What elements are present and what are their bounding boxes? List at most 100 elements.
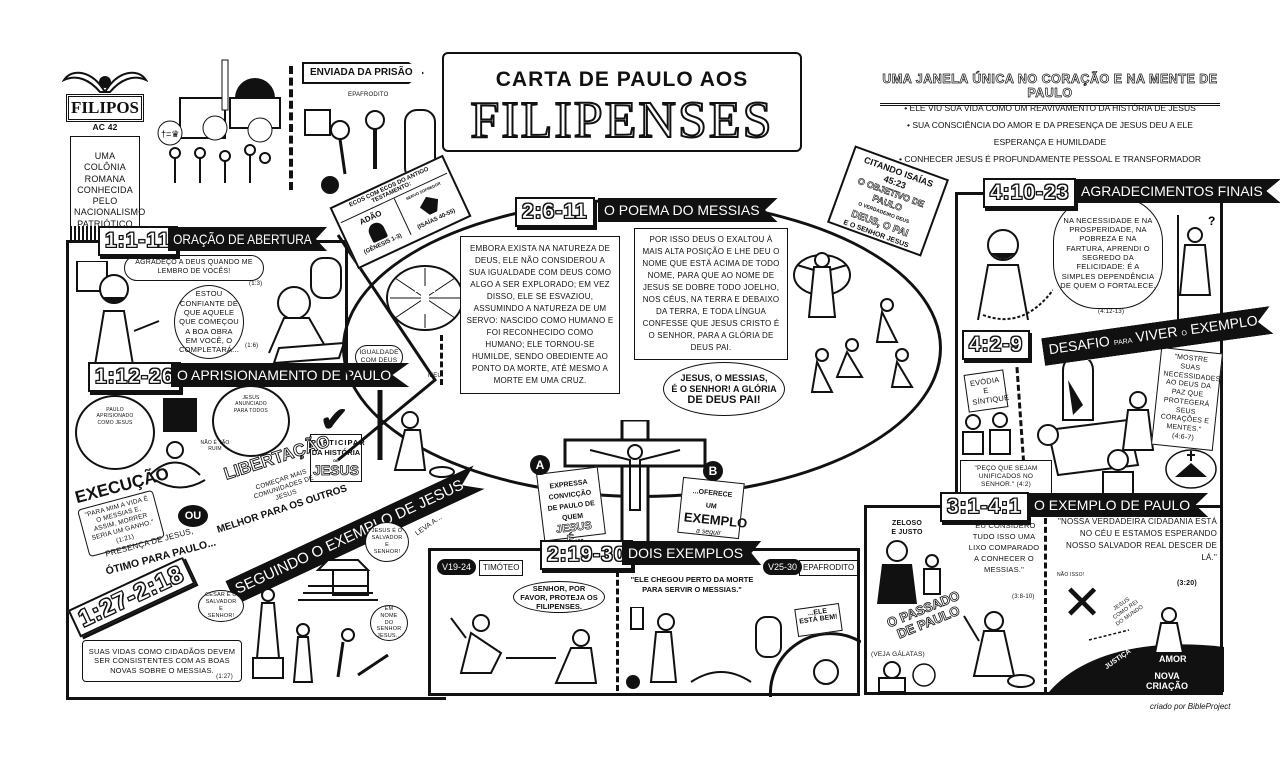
paul-shrugging-illustration (149, 441, 206, 489)
shout-line: Jesus, o Messias, (680, 372, 768, 383)
eagle-icon (62, 71, 148, 93)
participate-line: da história (311, 448, 361, 457)
not-this-label: Não isso! (1057, 572, 1085, 578)
poem-text-2: Por isso Deus o exaltou à mais alta posi… (634, 228, 788, 360)
love-label: Amor (1159, 654, 1187, 664)
jesus-lord-bubble: Jesus é o salvador e senhor! (365, 522, 409, 562)
prayer-scene-illustration (1037, 360, 1155, 500)
believers-circle: Jesus anunciado para todos (212, 385, 290, 457)
epafrodito-tag: Epafrodito (348, 92, 389, 98)
contentment-bubble: Na necessidade e na prosperidade, na pob… (1053, 197, 1163, 309)
jesus-kneeling-illustration (377, 390, 455, 478)
column-divider (616, 571, 619, 691)
verse-ref: (4:12-13) (1098, 309, 1125, 315)
intro-bullets: • Ele viu sua vida como um reavivamento … (880, 100, 1220, 168)
angry-pharisee-illustration (878, 661, 936, 692)
ref-4-10-23: 4:10-23 (983, 178, 1077, 208)
section-two-examples: v19-24 Timóteo Senhor, por favor, protej… (428, 548, 861, 697)
new-creation-label: Nova criação (1146, 671, 1188, 691)
intro-bullet: • Conhecer Jesus é profundamente pessoal… (899, 154, 1201, 164)
names-sign: Evódia e Síntique (963, 369, 1010, 413)
paul-chained-illustration (977, 229, 1053, 321)
verse-ref: (1:3) (249, 281, 263, 287)
roman-guard-illustration: ? (1177, 215, 1215, 325)
title-word: Desafio (1047, 332, 1111, 358)
note-a: Expressa convicção de Paulo de quem Jesu… (536, 466, 606, 546)
window-grid-icon (163, 398, 197, 432)
shout-line: de Deus Pai! (687, 393, 761, 406)
verse-badge: v19-24 (437, 559, 477, 575)
poem-text-1: Embora exista na natureza de Deus, ele n… (460, 236, 620, 394)
verse-ref: (1:6) (245, 343, 259, 349)
participate-box: Participar da história de Jesus (310, 434, 365, 482)
speech-bubble: Agradeço a Deus quando me lembro de você… (124, 255, 264, 281)
circle-caption: Paulo aprisionado como Jesus (96, 407, 134, 426)
title-two-examples: Dois exemplos (622, 541, 762, 565)
badge-b: B (703, 461, 723, 481)
mine-label: Meu! (428, 373, 444, 379)
svg-text:?: ? (1208, 215, 1215, 228)
filipos-title: Filipos (66, 94, 144, 122)
epaphroditus-quote: "Ele chegou perto da morte para servir o… (630, 575, 754, 594)
section-opening-prayer: Agradeço a Deus quando me lembro de você… (66, 240, 348, 375)
paul-washing-illustration (963, 611, 1035, 688)
statue-and-people-illustration (252, 559, 389, 683)
new-creation-illustration (1049, 607, 1224, 692)
guards-circle: Paulo aprisionado como Jesus (75, 395, 155, 470)
ref-2-6-11: 2:6-11 (515, 197, 595, 227)
column-divider (1044, 518, 1047, 693)
down-arrow-icon (440, 335, 443, 385)
title-word: viver (1134, 323, 1179, 345)
equality-tree-label: Igualdade com Deus (355, 345, 403, 370)
timeline-divider (289, 66, 293, 190)
philippi-city-illustration: †=♛ (157, 59, 281, 183)
servant-icon (417, 193, 443, 218)
title-word: para (1113, 337, 1133, 348)
cross-out-icon: ✕ (1062, 577, 1103, 630)
paul-praying-illustration (76, 261, 160, 371)
ref-4-2-9: 4:2-9 (962, 330, 1031, 360)
citizens-scroll-text: Suas vidas como cidadãos devem ser consi… (88, 647, 236, 675)
intro-bullet: • Sua consciência do amor e da presença … (907, 120, 1193, 147)
title-opening-prayer: Oração de abertura (168, 227, 328, 251)
two-women-illustration (962, 412, 1011, 455)
ref-1-12-26: 1:12-26 (88, 362, 182, 392)
verse-ref: (3:8-10) (1012, 594, 1035, 600)
thought-cross-icon (1165, 449, 1217, 489)
galatians-label: (Veja Gálatas) (871, 651, 925, 658)
or-badge: OU (178, 505, 208, 527)
check-icon: ✔ (320, 401, 349, 439)
prison-arrow: Enviada da prisão (302, 62, 424, 84)
intro-heading: Uma janela única no coração e na mente d… (880, 72, 1220, 106)
participate-line: Jesus (313, 462, 360, 478)
epaphroditus-label: Epafrodito (799, 560, 859, 576)
title-scroll: Carta de Paulo aos Filipenses (442, 52, 802, 152)
filipos-banner: Filipos AC 42 Uma colônia romana conheci… (62, 60, 148, 245)
paul-writing-illustration (268, 257, 346, 363)
filipos-date: AC 42 (92, 122, 118, 132)
timothy-helping-illustration (450, 614, 598, 684)
participate-line: de (333, 458, 339, 463)
epaphroditus-illustration (626, 607, 861, 697)
prison-arrow-label: Enviada da prisão (310, 67, 413, 78)
speech-bubble: Estou confiante de que aquele que começo… (174, 285, 244, 359)
title-final-thanks: Agradecimentos finais (1075, 179, 1280, 203)
shout-line: é o Senhor! a glória (671, 383, 777, 394)
section-final-thanks: Na necessidade e na prosperidade, na pob… (955, 192, 1223, 342)
cross-illustration (563, 420, 707, 550)
jesus-is-lord-bubble: Jesus, o Messias, é o Senhor! a glória d… (663, 362, 785, 416)
filipos-description: Uma colônia romana conhecida pelo nacion… (70, 136, 145, 229)
intro-bullet: • Ele viu sua vida como um reavivamento … (904, 103, 1196, 113)
ref-2-19-30: 2:19-30 (540, 540, 634, 570)
zealous-label: Zeloso e justo (891, 520, 923, 536)
section-paul-example: Zeloso e justo O passado de Paulo (Veja … (864, 505, 1224, 695)
exalted-jesus-illustration (793, 252, 914, 393)
title-word: o (1181, 329, 1188, 338)
verse-ref: (3:20) (1177, 580, 1197, 587)
section-challenge: Evódia e Síntique "Peço que sejam unific… (955, 342, 1223, 505)
credit: criado por BibleProject (1150, 702, 1231, 711)
timothy-bubble: Senhor, por favor, proteja os filipenses… (513, 581, 605, 613)
title-paul-example: O exemplo de Paulo (1028, 493, 1209, 517)
ref-1-1-11: 1:1-11 (98, 226, 178, 256)
title-messiah-poem: O poema do Messias (598, 198, 778, 222)
